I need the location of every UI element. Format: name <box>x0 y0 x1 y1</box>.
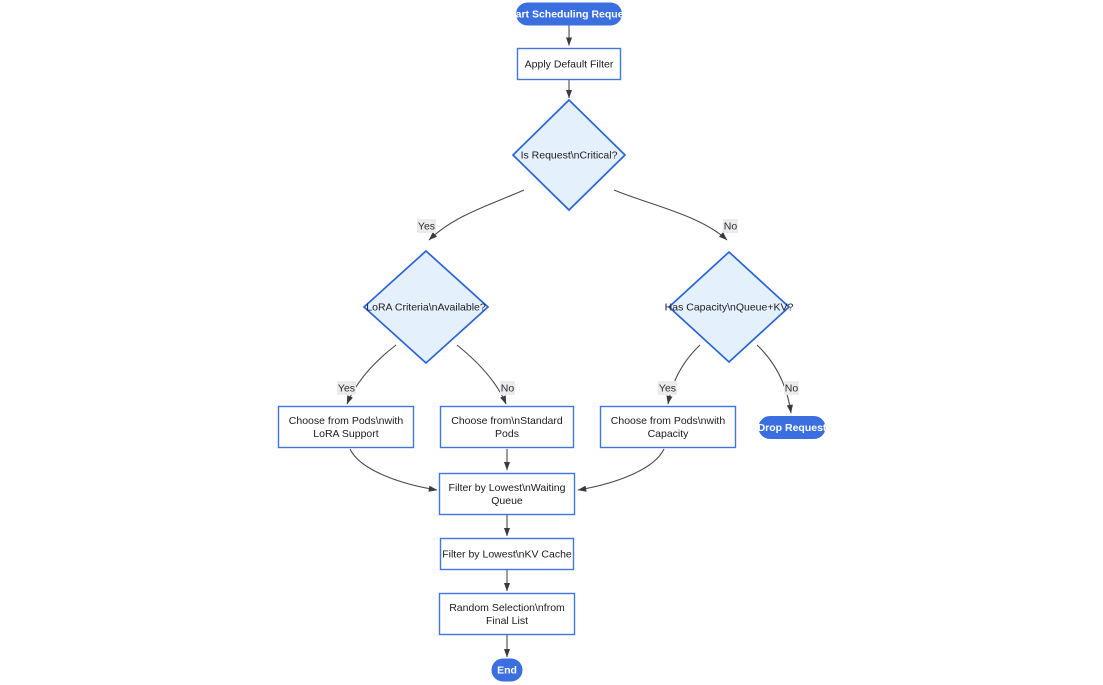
edge-label-capacity-no-text: No <box>785 382 799 394</box>
edge-choose-lora-pods-to-filter-waiting-queue <box>349 448 438 492</box>
node-layer: Start Scheduling Request Apply Default F… <box>277 2 827 682</box>
node-random-selection-line1: Random Selection\nfrom <box>449 602 565 614</box>
node-apply-default-filter[interactable]: Apply Default Filter <box>516 47 622 81</box>
node-filter-waiting-queue-line1: Filter by Lowest\nWaiting <box>449 482 566 494</box>
node-random-selection[interactable]: Random Selection\nfrom Final List <box>438 592 576 636</box>
node-filter-waiting-queue[interactable]: Filter by Lowest\nWaiting Queue <box>438 472 576 516</box>
edge-lora-criteria-to-choose-standard-pods <box>456 344 507 405</box>
node-choose-standard-pods[interactable]: Choose from\nStandard Pods <box>439 405 575 449</box>
node-choose-capacity-pods[interactable]: Choose from Pods\nwith Capacity <box>599 405 737 449</box>
edge-lora-criteria-to-choose-lora-pods <box>346 344 397 405</box>
node-drop-request[interactable]: Drop Request <box>758 416 827 439</box>
node-filter-kv-cache-label: Filter by Lowest\nKV Cache <box>442 548 572 560</box>
node-filter-kv-cache[interactable]: Filter by Lowest\nKV Cache <box>439 537 575 571</box>
edge-label-critical-yes: Yes <box>417 219 436 233</box>
edge-label-capacity-no: No <box>784 381 799 395</box>
node-drop-request-label: Drop Request <box>758 422 827 434</box>
edge-label-critical-no-text: No <box>724 220 738 232</box>
edge-label-critical-yes-text: Yes <box>418 220 435 232</box>
edge-has-capacity-to-choose-capacity-pods <box>666 344 701 405</box>
node-choose-capacity-pods-line1: Choose from Pods\nwith <box>611 415 726 427</box>
node-choose-lora-pods-line1: Choose from Pods\nwith <box>289 415 404 427</box>
node-is-request-critical[interactable]: Is Request\nCritical? <box>511 98 627 212</box>
node-start-label: Start Scheduling Request <box>505 8 633 20</box>
edge-is-request-critical-to-lora-criteria <box>428 189 525 241</box>
edge-label-lora-yes: Yes <box>337 381 356 395</box>
edge-label-lora-yes-text: Yes <box>338 382 355 394</box>
edge-label-capacity-yes-text: Yes <box>659 382 676 394</box>
node-choose-standard-pods-line1: Choose from\nStandard <box>451 415 563 427</box>
node-is-request-critical-label: Is Request\nCritical? <box>521 149 618 161</box>
edge-label-layer: Yes No Yes No Yes No <box>337 219 799 395</box>
node-end-label: End <box>497 664 517 676</box>
edge-is-request-critical-to-has-capacity <box>613 189 728 241</box>
edge-label-critical-no: No <box>723 219 738 233</box>
node-apply-default-filter-label: Apply Default Filter <box>525 58 614 70</box>
node-random-selection-line2: Final List <box>486 615 528 627</box>
node-has-capacity[interactable]: Has Capacity\nQueue+KV? <box>665 250 794 364</box>
edge-choose-capacity-pods-to-filter-waiting-queue <box>577 448 665 492</box>
node-end[interactable]: End <box>491 658 523 682</box>
node-choose-lora-pods[interactable]: Choose from Pods\nwith LoRA Support <box>277 405 415 449</box>
edge-label-lora-no: No <box>500 381 515 395</box>
node-filter-waiting-queue-line2: Queue <box>491 495 523 507</box>
node-choose-lora-pods-line2: LoRA Support <box>313 428 378 440</box>
edge-has-capacity-to-drop-request <box>756 344 793 414</box>
node-start[interactable]: Start Scheduling Request <box>505 2 633 26</box>
edge-label-capacity-yes: Yes <box>658 381 677 395</box>
edge-layer <box>346 25 793 658</box>
node-has-capacity-label: Has Capacity\nQueue+KV? <box>665 301 794 313</box>
edge-label-lora-no-text: No <box>501 382 515 394</box>
node-choose-standard-pods-line2: Pods <box>495 428 519 440</box>
node-lora-criteria-available-label: LoRA Criteria\nAvailable? <box>366 301 486 313</box>
node-lora-criteria-available[interactable]: LoRA Criteria\nAvailable? <box>362 249 490 365</box>
node-choose-capacity-pods-line2: Capacity <box>648 428 690 440</box>
